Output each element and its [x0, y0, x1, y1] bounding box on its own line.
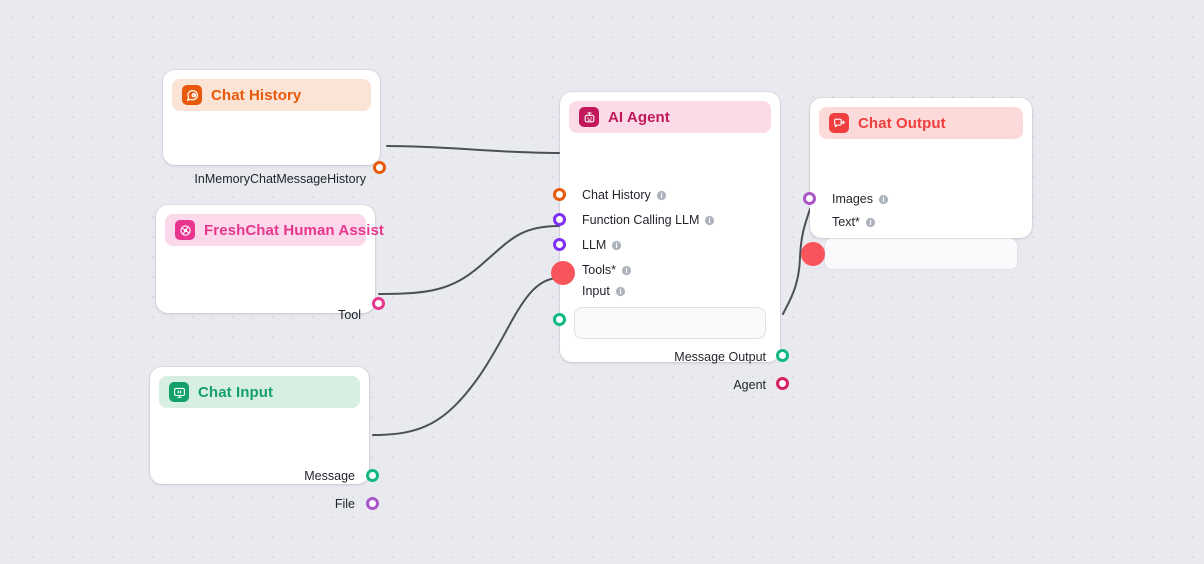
output-handle-inmemorychatmessagehistory[interactable]: [373, 161, 386, 174]
port-label-message: Message: [304, 469, 355, 484]
ai-agent-title: AI Agent: [608, 108, 670, 126]
chat-output-header: Chat Output: [819, 107, 1023, 139]
chat-history-title: Chat History: [211, 86, 302, 104]
chat-input-body: Message File: [150, 408, 379, 510]
chat-input-header: Chat Input: [159, 376, 360, 408]
freshchat-header: FreshChat Human Assist: [165, 214, 384, 246]
info-icon-function-calling-llm[interactable]: [704, 215, 715, 226]
port-label-agent: Agent: [733, 378, 766, 393]
output-handle-agent[interactable]: [776, 377, 789, 390]
input-textarea[interactable]: [574, 307, 766, 339]
info-icon-llm[interactable]: [611, 240, 622, 251]
input-handle-text[interactable]: [800, 241, 825, 266]
port-label-llm: LLM: [582, 238, 607, 253]
node-ai-agent[interactable]: AI Agent Chat History Function Calling L…: [550, 92, 789, 391]
ai-agent-header: AI Agent: [569, 101, 771, 133]
port-row-agent-chat-history: Chat History: [560, 183, 780, 208]
field-label-text-text: Text*: [832, 215, 860, 229]
port-row-images: Images: [810, 187, 1032, 212]
info-icon-tools[interactable]: [621, 265, 632, 276]
info-icon-text[interactable]: [865, 217, 876, 228]
output-handle-tool[interactable]: [372, 297, 385, 310]
chat-output-title: Chat Output: [858, 114, 946, 132]
output-handle-file[interactable]: [366, 497, 379, 510]
chat-history-body: InMemoryChatMessageHistory: [163, 111, 386, 185]
port-label-message-output: Message Output: [674, 350, 766, 365]
info-icon-images[interactable]: [878, 194, 889, 205]
text-textarea[interactable]: [824, 238, 1018, 270]
chat-history-icon: [182, 85, 202, 105]
edge-chathistory-to-agent: [386, 145, 560, 154]
chat-input-icon: [169, 382, 189, 402]
input-handle-agent-chat-history[interactable]: [553, 188, 566, 201]
edge-message-to-agent-input: [372, 277, 560, 436]
node-chat-input[interactable]: Chat Input Message File: [150, 367, 379, 510]
output-handle-message-output[interactable]: [776, 349, 789, 362]
chat-history-header: Chat History: [172, 79, 371, 111]
port-label-tools: Tools*: [582, 263, 617, 278]
port-row-tool: Tool: [156, 303, 375, 328]
chat-input-title: Chat Input: [198, 383, 274, 401]
input-handle-images[interactable]: [803, 192, 816, 205]
node-chat-output[interactable]: Chat Output Images Text*: [800, 98, 1032, 270]
robot-icon: [579, 107, 599, 127]
input-handle-llm[interactable]: [553, 238, 566, 251]
node-chat-history[interactable]: Chat History InMemoryChatMessageHistory: [163, 70, 386, 185]
field-label-input-text: Input: [582, 284, 610, 298]
port-row-agent: Agent: [560, 373, 780, 398]
edge-tool-to-agent-tools: [378, 225, 560, 295]
input-handle-function-calling-llm[interactable]: [553, 213, 566, 226]
port-label-inmemorychatmessagehistory: InMemoryChatMessageHistory: [194, 172, 366, 187]
field-label-input: Input: [560, 285, 626, 298]
info-icon-input[interactable]: [615, 286, 626, 297]
info-icon-chat-history[interactable]: [656, 190, 667, 201]
port-label-file: File: [334, 497, 355, 512]
chat-output-icon: [829, 113, 849, 133]
freshchat-title: FreshChat Human Assist: [204, 221, 385, 239]
port-row-message: Message: [150, 464, 369, 489]
ai-agent-body: Chat History Function Calling LLM: [550, 133, 789, 391]
field-label-text: Text*: [810, 216, 876, 229]
node-freshchat-human-assist[interactable]: FreshChat Human Assist Tool: [156, 205, 385, 321]
input-handle-agent-input[interactable]: [553, 313, 566, 326]
port-row-llm: LLM: [560, 233, 780, 258]
port-row-function-calling-llm: Function Calling LLM: [560, 208, 780, 233]
freshchat-body: Tool: [156, 246, 385, 321]
port-row-tools: Tools*: [560, 258, 780, 283]
port-label-agent-chat-history: Chat History: [582, 188, 651, 203]
port-row-file: File: [150, 492, 369, 517]
port-row-inmemory: InMemoryChatMessageHistory: [163, 167, 380, 192]
port-label-function-calling-llm: Function Calling LLM: [582, 213, 700, 228]
input-handle-tools[interactable]: [550, 260, 575, 285]
port-label-tool: Tool: [338, 308, 361, 323]
freshchat-globe-icon: [175, 220, 195, 240]
port-label-images: Images: [832, 192, 873, 207]
chat-output-body: Images Text*: [800, 139, 1032, 270]
port-row-message-output: Message Output: [560, 345, 780, 370]
output-handle-message[interactable]: [366, 469, 379, 482]
